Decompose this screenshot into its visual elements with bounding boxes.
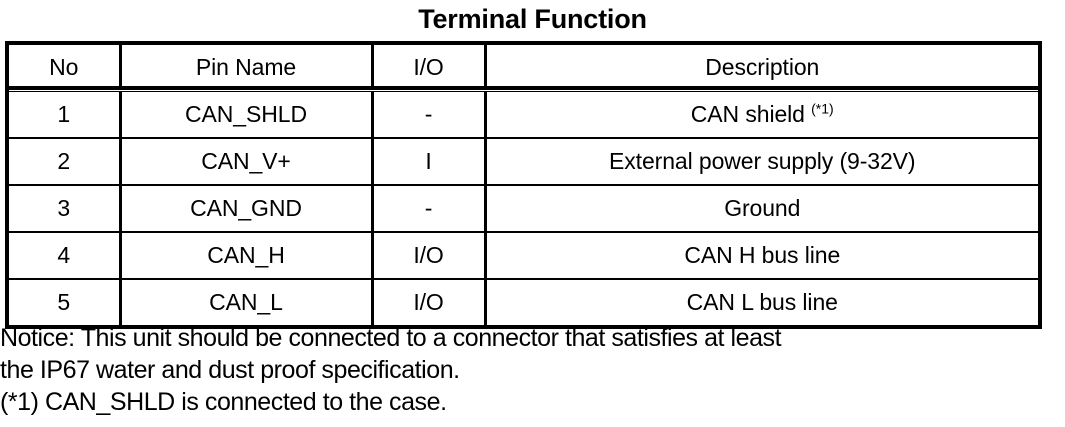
cell-no: 4 [9, 232, 122, 280]
notice-block: Notice: This unit should be connected to… [0, 322, 1065, 418]
terminal-function-table: No Pin Name I/O Description 1 CAN_SHLD -… [9, 45, 1038, 325]
table-row: 5 CAN_L I/O CAN L bus line [9, 279, 1038, 325]
column-header-description: Description [485, 45, 1038, 92]
cell-io: I/O [372, 232, 487, 280]
cell-description-text: CAN shield [690, 101, 805, 127]
terminal-function-table-container: No Pin Name I/O Description 1 CAN_SHLD -… [5, 41, 1042, 329]
cell-no: 3 [9, 185, 122, 233]
cell-io: - [372, 185, 487, 233]
table-header-row: No Pin Name I/O Description [9, 45, 1038, 92]
cell-pin-name: CAN_H [120, 232, 374, 280]
cell-no: 1 [9, 90, 122, 139]
cell-description: External power supply (9-32V) [485, 138, 1038, 186]
footnote-line: (*1) CAN_SHLD is connected to the case. [0, 388, 447, 416]
column-header-io: I/O [372, 45, 487, 92]
cell-pin-name: CAN_GND [120, 185, 374, 233]
table-row: 3 CAN_GND - Ground [9, 185, 1038, 233]
cell-io: I/O [372, 279, 487, 325]
cell-pin-name: CAN_V+ [120, 138, 374, 186]
cell-description: CAN shield (*1) [485, 90, 1038, 139]
table-row: 4 CAN_H I/O CAN H bus line [9, 232, 1038, 280]
notice-line-1: Notice: This unit should be connected to… [0, 324, 782, 352]
cell-description: Ground [485, 185, 1038, 233]
page-title: Terminal Function [418, 4, 647, 34]
cell-no: 2 [9, 138, 122, 186]
cell-pin-name: CAN_SHLD [120, 90, 374, 139]
footnote-marker: (*1) [811, 100, 834, 117]
table-body: 1 CAN_SHLD - CAN shield (*1) 2 CAN_V+ I … [9, 90, 1038, 325]
table-row: 2 CAN_V+ I External power supply (9-32V) [9, 138, 1038, 186]
cell-pin-name: CAN_L [120, 279, 374, 325]
cell-io: - [372, 90, 487, 139]
cell-description: CAN L bus line [686, 289, 838, 315]
cell-io: I [372, 138, 487, 186]
cell-no: 5 [9, 279, 122, 325]
cell-description: CAN H bus line [485, 232, 1038, 280]
table-row: 1 CAN_SHLD - CAN shield (*1) [9, 90, 1038, 139]
column-header-pin-name: Pin Name [120, 45, 374, 92]
table-header: No Pin Name I/O Description [9, 45, 1038, 92]
notice-line-2: the IP67 water and dust proof specificat… [0, 356, 460, 384]
column-header-no: No [9, 45, 122, 92]
